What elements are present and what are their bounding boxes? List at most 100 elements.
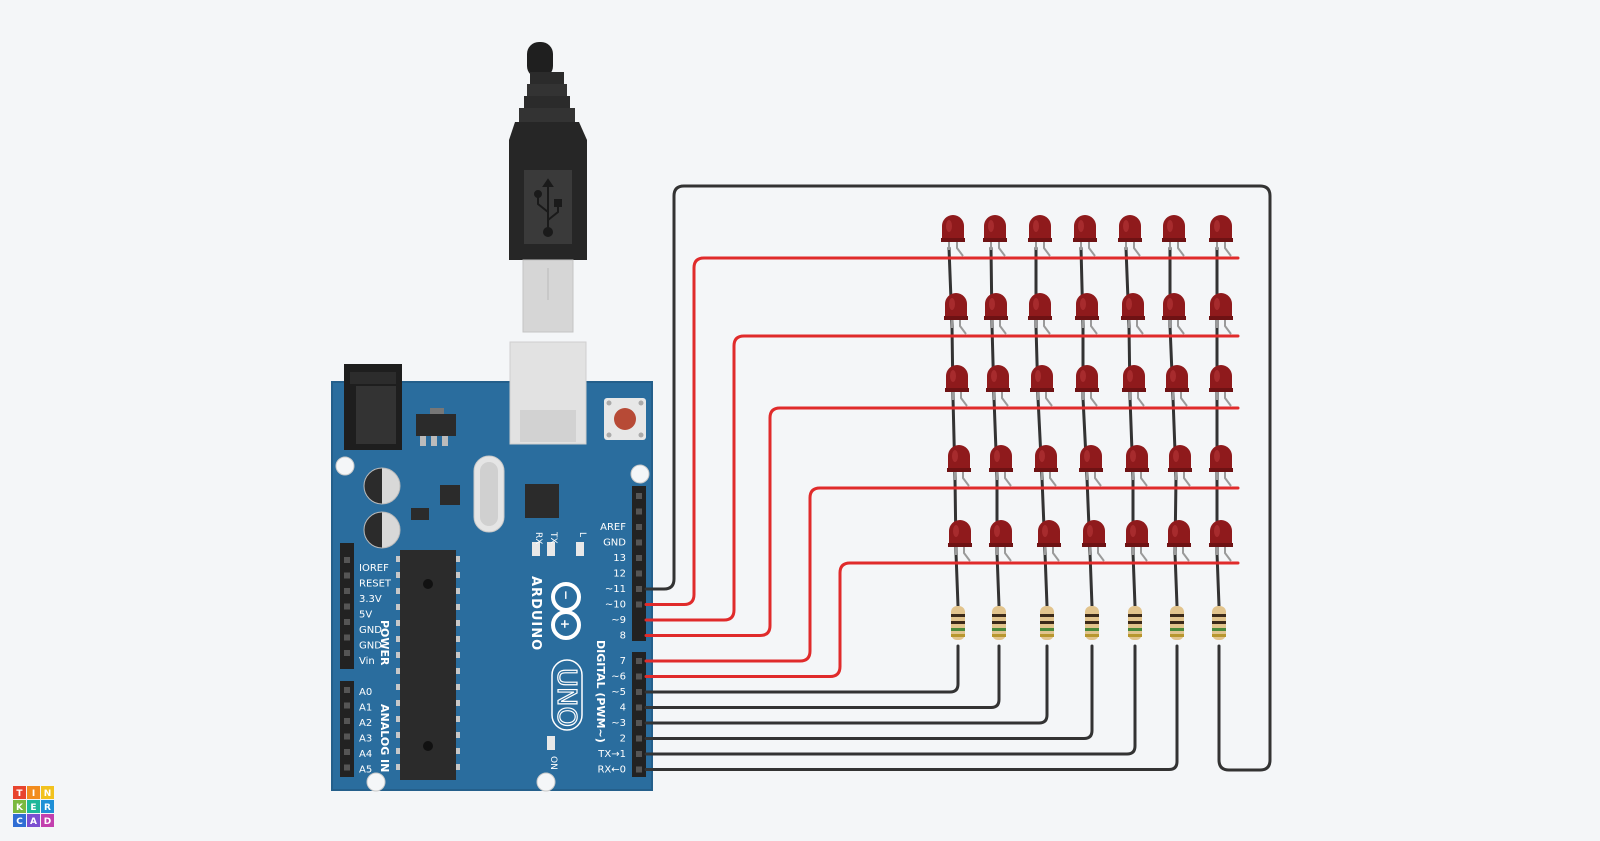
- usb-b-port: [509, 341, 587, 445]
- row-wire[interactable]: [644, 561, 1240, 678]
- led[interactable]: [1209, 215, 1233, 257]
- led[interactable]: [1034, 445, 1058, 487]
- row-wire[interactable]: [644, 256, 1240, 606]
- row-wire[interactable]: [644, 334, 1240, 622]
- led[interactable]: [1075, 293, 1099, 335]
- column-return-wire[interactable]: [644, 644, 1137, 756]
- led[interactable]: [1209, 293, 1233, 335]
- led[interactable]: [1028, 215, 1052, 257]
- logo-cell: [27, 814, 40, 827]
- usb-symbol-icon: [534, 178, 562, 237]
- led[interactable]: [1122, 365, 1146, 407]
- digital-pin-label: ~3: [611, 718, 626, 729]
- resistor[interactable]: [951, 606, 965, 640]
- dc-power-jack: [344, 364, 402, 450]
- rx-led: [532, 542, 540, 556]
- wires[interactable]: [644, 184, 1272, 772]
- capacitor-1: [363, 467, 401, 505]
- digital-header-bottom: [632, 652, 646, 777]
- led[interactable]: [1125, 520, 1149, 562]
- led[interactable]: [1209, 365, 1233, 407]
- led[interactable]: [1168, 445, 1192, 487]
- logo-cell: [13, 786, 26, 799]
- atmega-chip: [400, 550, 456, 780]
- digital-pin-label: GND: [603, 538, 626, 549]
- column-return-wire[interactable]: [644, 644, 1094, 740]
- led[interactable]: [1118, 215, 1142, 257]
- resistor-array[interactable]: [951, 606, 1226, 640]
- led[interactable]: [989, 445, 1013, 487]
- capacitor-2: [363, 511, 401, 549]
- led[interactable]: [1075, 365, 1099, 407]
- row-wire[interactable]: [644, 486, 1240, 663]
- logo-letter: K: [16, 803, 24, 813]
- usb-cable[interactable]: [509, 42, 587, 333]
- logo-letter: T: [16, 789, 23, 799]
- model-text: UNO: [551, 668, 581, 727]
- column-return-wire[interactable]: [644, 644, 1001, 709]
- digital-header-top: [632, 486, 646, 641]
- led[interactable]: [948, 520, 972, 562]
- arduino-uno-board[interactable]: RX TX L ON − + ARDUINO UNO POWER ANALOG …: [331, 341, 653, 792]
- power-pin-label: Vin: [359, 656, 375, 667]
- led[interactable]: [1162, 215, 1186, 257]
- led[interactable]: [1125, 445, 1149, 487]
- led[interactable]: [1209, 445, 1233, 487]
- digital-pin-label: RX←0: [597, 765, 626, 776]
- on-label: ON: [548, 756, 558, 770]
- on-led: [547, 736, 555, 750]
- led[interactable]: [1165, 365, 1189, 407]
- l-label: L: [577, 532, 587, 537]
- led-matrix[interactable]: [941, 215, 1233, 562]
- column-return-wire[interactable]: [644, 644, 1049, 725]
- led[interactable]: [1082, 520, 1106, 562]
- resistor[interactable]: [1128, 606, 1142, 640]
- led[interactable]: [1162, 293, 1186, 335]
- led[interactable]: [1030, 365, 1054, 407]
- digital-pin-label: 2: [620, 734, 626, 745]
- resistor[interactable]: [1040, 606, 1054, 640]
- analog-pin-label: A4: [359, 749, 372, 760]
- tx-label: TX: [548, 531, 558, 544]
- led[interactable]: [986, 365, 1010, 407]
- reset-button[interactable]: [604, 398, 646, 440]
- logo-cell: [27, 800, 40, 813]
- logo-letter: R: [44, 803, 51, 813]
- led[interactable]: [1167, 520, 1191, 562]
- led[interactable]: [945, 365, 969, 407]
- row-wire[interactable]: [644, 406, 1240, 637]
- led[interactable]: [941, 215, 965, 257]
- logo-letter: C: [16, 817, 23, 827]
- svg-text:−: −: [559, 590, 573, 600]
- led[interactable]: [1121, 293, 1145, 335]
- column-return-wire[interactable]: [644, 184, 1272, 772]
- column-return-wire[interactable]: [644, 644, 960, 694]
- power-pin-label: GND: [359, 641, 382, 652]
- led[interactable]: [1073, 215, 1097, 257]
- led[interactable]: [1079, 445, 1103, 487]
- digital-pin-label: ~6: [611, 672, 626, 683]
- voltage-regulator: [416, 408, 456, 446]
- resistor[interactable]: [1085, 606, 1099, 640]
- led[interactable]: [989, 520, 1013, 562]
- led[interactable]: [944, 293, 968, 335]
- analog-header: [340, 681, 354, 777]
- led[interactable]: [947, 445, 971, 487]
- power-pin-label: RESET: [359, 579, 392, 590]
- analog-pin-label: A3: [359, 734, 372, 745]
- analog-pin-label: A5: [359, 765, 372, 776]
- resistor[interactable]: [992, 606, 1006, 640]
- led[interactable]: [1037, 520, 1061, 562]
- resistor[interactable]: [1212, 606, 1226, 640]
- led[interactable]: [984, 293, 1008, 335]
- tx-led: [547, 542, 555, 556]
- column-return-wire[interactable]: [644, 644, 1179, 771]
- brand-text: ARDUINO: [528, 576, 543, 651]
- led[interactable]: [983, 215, 1007, 257]
- led[interactable]: [1209, 520, 1233, 562]
- led[interactable]: [1028, 293, 1052, 335]
- logo-letter: N: [44, 789, 52, 799]
- resistor[interactable]: [1170, 606, 1184, 640]
